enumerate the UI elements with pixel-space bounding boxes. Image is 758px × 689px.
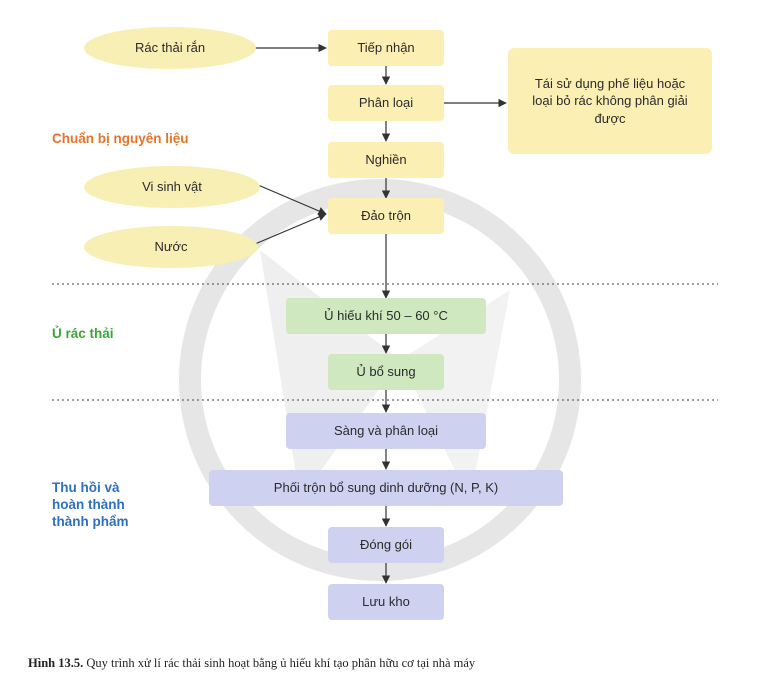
step-screen-sort: Sàng và phân loại (286, 413, 486, 449)
step-supplement-compost: Ủ bổ sung (328, 354, 444, 390)
step-nutrient-mix: Phối trộn bổ sung dinh dưỡng (N, P, K) (209, 470, 563, 506)
step-aerobic-compost: Ủ hiếu khí 50 – 60 °C (286, 298, 486, 334)
step-grind: Nghiền (328, 142, 444, 178)
step-sort: Phân loại (328, 85, 444, 121)
step-receive: Tiếp nhận (328, 30, 444, 66)
source-microbes: Vi sinh vật (84, 166, 260, 208)
figure-caption: Hình 13.5. Quy trình xử lí rác thải sinh… (28, 656, 475, 671)
source-solid-waste: Rác thải rắn (84, 27, 256, 69)
side-note-reuse: Tái sử dụng phế liệu hoặc loại bỏ rác kh… (508, 48, 712, 154)
caption-number: Hình 13.5. (28, 656, 84, 670)
step-mix: Đảo trộn (328, 198, 444, 234)
section-label-finish: Thu hồi và hoàn thành thành phẩm (52, 480, 129, 529)
step-store: Lưu kho (328, 584, 444, 620)
step-package: Đóng gói (328, 527, 444, 563)
section-label-prep: Chuẩn bị nguyên liệu (52, 131, 189, 146)
section-label-compost: Ủ rác thải (52, 326, 114, 341)
source-water: Nước (84, 226, 258, 268)
caption-text: Quy trình xử lí rác thải sinh hoạt bằng … (86, 656, 476, 670)
